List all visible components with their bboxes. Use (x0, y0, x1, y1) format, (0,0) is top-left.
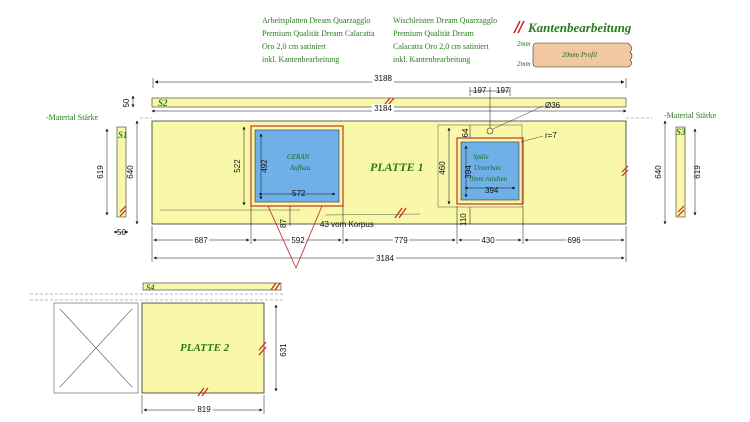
dim-label: 619 (96, 165, 105, 179)
dim-label: 394 (464, 165, 473, 179)
header-left-line: inkl. Kantenbearbeitung (262, 55, 339, 64)
spuele-label: Spüle (473, 153, 489, 161)
ceran-sub-label: Aufbau (289, 164, 311, 172)
header-right-line: inkl. Kantenbearbeitung (393, 55, 470, 64)
dim-label: 110 (459, 213, 468, 226)
dim-3184-top: 3184 (151, 104, 627, 113)
label-platte1: PLATTE 1 (370, 160, 424, 174)
dim-label: 522 (233, 159, 242, 173)
dim-label: 64 (461, 128, 470, 137)
header-left-text: Arbeitsplatten Dream Quarzagglo Premium … (262, 16, 375, 64)
dim-label: 696 (567, 236, 581, 245)
dim-label: 687 (194, 236, 208, 245)
strip-s3: S3 640 619 (654, 120, 702, 225)
kanten-title: Kantenbearbeitung (527, 20, 632, 35)
dim-label: 631 (279, 343, 288, 357)
cut-line (295, 205, 323, 269)
label-s1: S1 (118, 130, 128, 140)
diameter-label: Ø36 (545, 101, 561, 110)
edge-mark-icon (513, 20, 521, 34)
header-right-line: Calacatta Oro 2,0 cm satiniert (393, 42, 490, 51)
dim-label: 394 (485, 186, 499, 195)
profile-shape (532, 42, 633, 68)
profile-mm-top: 2mm (517, 40, 531, 48)
dim-label: 779 (394, 236, 408, 245)
profile-mm-bottom: 2mm (517, 60, 531, 68)
dim-label: 50 (117, 228, 126, 237)
label-s4: S4 (146, 283, 154, 292)
dim-label: 640 (126, 165, 135, 179)
ceran-cutout: CERAN Aufbau 492 572 522 87 (233, 125, 344, 228)
dim-label: 572 (292, 189, 306, 198)
header-right-text: Wischleisten Dream Quarzagglo Premium Qu… (393, 16, 497, 64)
dim-label: 50 (122, 98, 131, 107)
platte-2: PLATTE 2 631 819 (141, 302, 288, 414)
strip-s4: S4 (142, 282, 282, 292)
dim-label: 592 (291, 236, 305, 245)
header-right-line: Premium Qualität Dream (393, 29, 475, 38)
spuele-sub-label: Unterbau (474, 164, 501, 172)
cut-line (267, 205, 297, 269)
korpus-label: 43 vom Korpus (320, 220, 374, 229)
ceran-label: CERAN (287, 153, 309, 161)
dim-label: 460 (438, 161, 447, 175)
dim-label: 197 (473, 86, 487, 95)
spuele-note: 3mm rundum (469, 175, 507, 183)
kanten-legend: Kantenbearbeitung 2mm 2mm 20mm Profil (513, 20, 633, 68)
label-s3: S3 (676, 127, 686, 137)
dim-label: 3184 (374, 104, 392, 113)
label-platte2: PLATTE 2 (180, 342, 230, 354)
dim-3188: 3188 (152, 74, 627, 88)
label-s2: S2 (158, 98, 168, 108)
profile-label: 20mm Profil (562, 51, 597, 59)
dim-label: 87 (279, 219, 288, 228)
material-right-label: -Material Stärke (664, 111, 717, 120)
dim-label: 197 (496, 86, 510, 95)
corner-cabinet (53, 302, 139, 394)
sink-cutout: Spüle Unterbau 3mm rundum 394 394 460 64… (437, 86, 561, 226)
dim-label: 819 (197, 405, 211, 414)
segment-dims: 687 592 779 430 696 3184 (151, 206, 627, 263)
strip-s2: S2 50 (122, 95, 627, 108)
dim-label: 619 (693, 165, 702, 179)
dim-label: 3188 (374, 74, 392, 83)
radius-label: r=7 (545, 131, 557, 140)
platte-1: PLATTE 1 43 vom Korpus (140, 117, 652, 229)
header-right-line: Wischleisten Dream Quarzagglo (393, 16, 497, 25)
header-left-line: Arbeitsplatten Dream Quarzagglo (262, 16, 370, 25)
dim-label: 430 (481, 236, 495, 245)
edge-mark-icon (517, 20, 525, 34)
strip-s1: S1 619 50 640 (96, 120, 139, 237)
material-left-label: -Material Stärke (46, 113, 99, 122)
header-left-line: Oro 2,0 cm satiniert (262, 42, 327, 51)
dim-label: 492 (260, 159, 269, 173)
dim-label: 3184 (376, 254, 394, 263)
header-left-line: Premium Qualität Dream Calacatta (262, 29, 375, 38)
dim-label: 640 (654, 165, 663, 179)
